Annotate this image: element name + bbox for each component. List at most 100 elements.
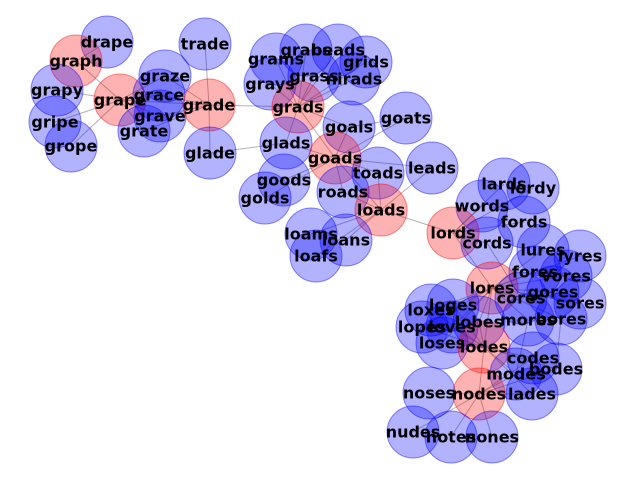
node-loxes bbox=[404, 283, 458, 337]
node-vores bbox=[539, 249, 593, 303]
edge-grads-grabs bbox=[297, 49, 307, 108]
edge-glade-grade bbox=[208, 104, 211, 154]
edge-lodes-modes bbox=[483, 346, 517, 375]
node-label-toads: toads bbox=[353, 164, 403, 183]
node-loses bbox=[415, 316, 469, 370]
node-label-lordy: lordy bbox=[510, 179, 557, 198]
edge-loads-loafs bbox=[315, 209, 382, 257]
node-label-lobes: lobes bbox=[455, 313, 503, 332]
node-label-grapy: grapy bbox=[31, 81, 84, 100]
edge-grave-grade bbox=[159, 104, 210, 117]
node-nones bbox=[465, 410, 519, 464]
node-goods bbox=[257, 153, 311, 207]
node-label-lords: lords bbox=[430, 224, 475, 243]
edge-lords-words bbox=[452, 205, 483, 234]
node-lodes bbox=[457, 320, 511, 374]
edge-lodes-codes bbox=[483, 346, 534, 359]
node-label-cords: cords bbox=[462, 234, 511, 253]
edge-grads-goals bbox=[297, 106, 350, 128]
node-label-lades: lades bbox=[508, 385, 556, 404]
edge-lores-mores bbox=[491, 287, 529, 321]
node-nirads bbox=[327, 52, 381, 106]
node-label-loams: loams bbox=[284, 225, 337, 244]
node-label-loafs: loafs bbox=[294, 247, 338, 266]
node-grade bbox=[182, 78, 236, 132]
node-label-grape: grape bbox=[94, 91, 147, 110]
node-label-nirads: nirads bbox=[326, 70, 383, 89]
node-label-words: words bbox=[455, 197, 510, 216]
edge-loads-loans bbox=[345, 209, 382, 241]
node-label-bores: bores bbox=[536, 310, 587, 329]
node-leads bbox=[405, 141, 459, 195]
node-label-golds: golds bbox=[241, 189, 290, 208]
edge-grapy-grape bbox=[56, 89, 121, 101]
node-grams bbox=[249, 32, 303, 86]
edge-graze-grade bbox=[164, 75, 210, 106]
node-loves bbox=[425, 300, 479, 354]
node-label-grams: grams bbox=[248, 50, 304, 69]
node-lobes bbox=[452, 295, 506, 349]
node-grape bbox=[93, 73, 147, 127]
node-label-nodes: nodes bbox=[452, 385, 506, 404]
edge-grate-grade bbox=[143, 104, 210, 132]
node-goats bbox=[379, 91, 433, 145]
node-label-grate: grate bbox=[120, 122, 169, 141]
node-label-goads: goads bbox=[308, 149, 362, 168]
edge-lores-bores bbox=[491, 287, 562, 320]
edge-nodes-codes bbox=[478, 357, 534, 395]
node-label-noses: noses bbox=[403, 384, 455, 403]
edge-grads-grass bbox=[297, 75, 315, 108]
node-label-grads: grads bbox=[272, 98, 323, 117]
edge-gores-cores bbox=[520, 291, 554, 299]
node-graph bbox=[49, 34, 103, 88]
node-label-loves: loves bbox=[428, 318, 475, 337]
node-label-nudes: nudes bbox=[386, 423, 441, 442]
node-grapy bbox=[30, 63, 84, 117]
node-grads bbox=[271, 80, 325, 134]
label-layer: drapegraphgrapygrapegripegropegrazegrace… bbox=[31, 33, 604, 447]
edge-bores-bodes bbox=[555, 318, 562, 370]
edge-lodes-lopes bbox=[421, 326, 485, 348]
edge-goads-roads bbox=[334, 157, 344, 193]
edge-goads-golds bbox=[264, 157, 336, 199]
node-toads bbox=[351, 146, 405, 200]
node-label-sores: sores bbox=[556, 294, 605, 313]
node-grope bbox=[44, 119, 98, 173]
node-label-loans: loans bbox=[322, 231, 370, 250]
edge-grope-grape bbox=[70, 99, 121, 147]
node-loads bbox=[354, 183, 408, 237]
node-label-gores: gores bbox=[528, 283, 579, 302]
node-label-modes: modes bbox=[486, 365, 546, 384]
node-lores bbox=[465, 261, 519, 315]
edge-lodes-loses bbox=[441, 342, 485, 348]
node-codes bbox=[506, 331, 560, 385]
node-label-roads: roads bbox=[318, 183, 369, 202]
node-label-grace: grace bbox=[134, 86, 185, 105]
edge-goads-loads bbox=[334, 157, 382, 211]
edge-grace-grade bbox=[158, 94, 210, 106]
edge-grade-grads bbox=[208, 104, 299, 108]
edge-goads-toads bbox=[334, 157, 379, 174]
node-label-glade: glade bbox=[185, 144, 235, 163]
node-beads bbox=[311, 23, 365, 77]
node-glads bbox=[259, 116, 313, 170]
edge-grape-grave bbox=[119, 99, 161, 117]
node-label-goals: goals bbox=[325, 118, 373, 137]
node-label-grays: grays bbox=[245, 75, 295, 94]
node-grass bbox=[287, 49, 341, 103]
node-gripe bbox=[28, 95, 82, 149]
node-label-mores: mores bbox=[500, 311, 556, 330]
node-label-lures: lures bbox=[520, 241, 565, 260]
node-label-leads: leads bbox=[408, 159, 456, 178]
edge-grape-graze bbox=[119, 75, 166, 101]
edge-grads-nirads bbox=[297, 78, 355, 108]
node-goads bbox=[308, 131, 362, 185]
node-label-loges: loges bbox=[429, 296, 477, 315]
edge-lords-lordy bbox=[452, 187, 534, 234]
edge-lords-fords bbox=[452, 221, 525, 234]
node-label-grabs: grabs bbox=[280, 41, 331, 60]
node-cords bbox=[460, 216, 514, 270]
edge-graph-drape bbox=[75, 41, 108, 62]
node-label-lores: lores bbox=[470, 279, 515, 298]
node-lords bbox=[426, 206, 480, 260]
